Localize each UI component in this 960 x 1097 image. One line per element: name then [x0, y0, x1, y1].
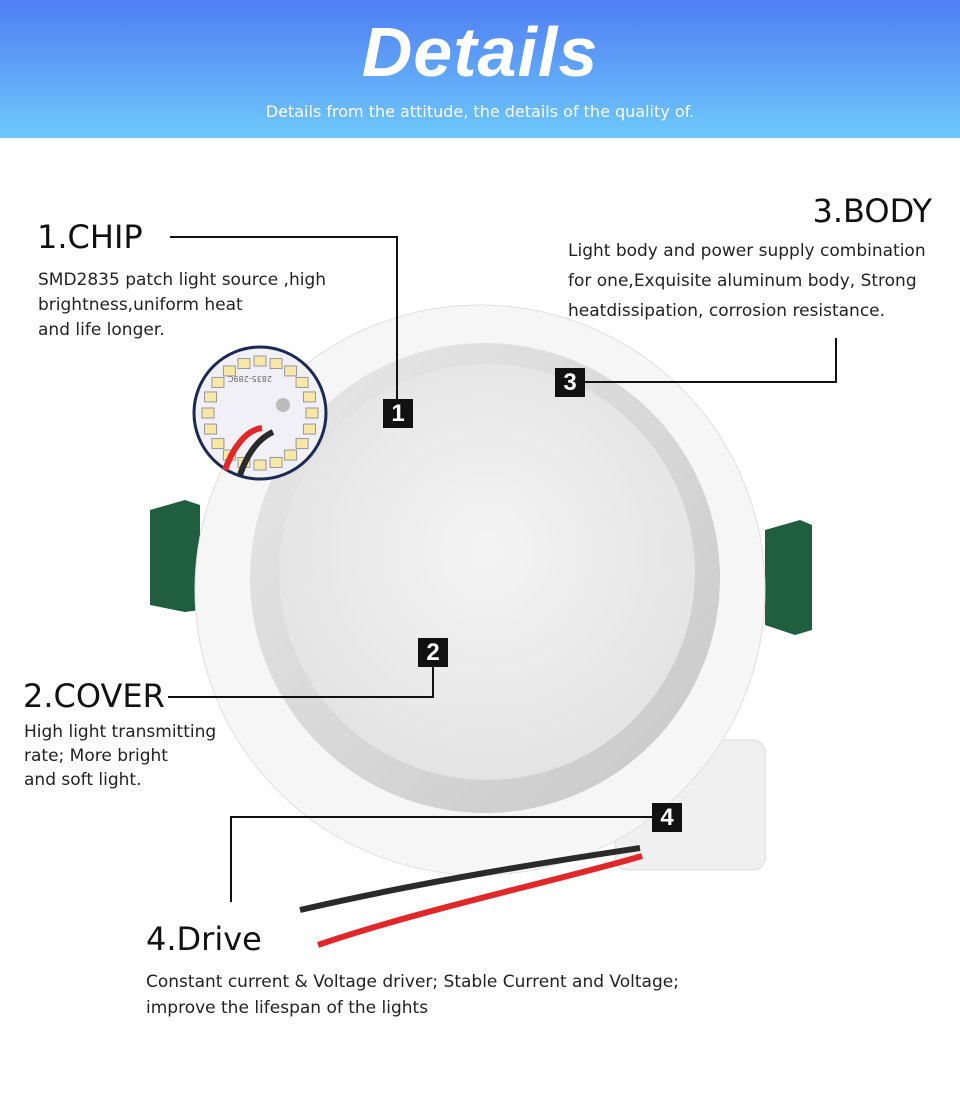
led-chip: [204, 391, 218, 403]
left-spring-clip: [150, 500, 200, 612]
led-chip: [269, 358, 283, 370]
cover-description: High light transmitting rate; More brigh…: [24, 720, 216, 792]
marker-4: 4: [652, 803, 682, 832]
text-line: rate; More bright: [24, 746, 168, 766]
drive-description: Constant current & Voltage driver; Stabl…: [146, 969, 679, 1021]
chip-marking: 2835-289C: [227, 374, 272, 383]
cover-heading: 2.COVER: [23, 677, 165, 715]
page-subtitle: Details from the attitude, the details o…: [265, 102, 695, 121]
callout-line-body: [585, 338, 837, 383]
led-chip: [211, 438, 225, 450]
text-line: SMD2835 patch light source ,high: [38, 270, 327, 290]
text-line: improve the lifespan of the lights: [146, 998, 429, 1018]
chip-heading: 1.CHIP: [37, 218, 143, 256]
led-chip: [305, 407, 319, 419]
led-chip: [204, 423, 218, 435]
text-line: and soft light.: [24, 770, 142, 790]
led-chip: [222, 365, 236, 377]
led-chip: [302, 423, 316, 435]
black-wire: [299, 845, 641, 913]
led-chip: [284, 449, 298, 461]
text-line: heatdissipation, corrosion resistance.: [568, 301, 886, 321]
callout-line-drive: [230, 816, 652, 902]
text-line: for one,Exquisite aluminum body, Strong: [568, 271, 917, 291]
drive-heading: 4.Drive: [146, 920, 262, 958]
text-line: and life longer.: [38, 320, 165, 340]
led-chip: [269, 456, 283, 468]
text-line: Constant current & Voltage driver; Stabl…: [146, 972, 679, 992]
marker-3: 3: [555, 368, 585, 397]
text-line: High light transmitting: [24, 722, 217, 742]
lamp-cover: [279, 364, 695, 780]
led-chip: [302, 391, 316, 403]
led-chip: [284, 365, 298, 377]
callout-line-chip: [170, 236, 398, 400]
body-heading: 3.BODY: [812, 192, 932, 230]
right-spring-clip: [765, 520, 812, 635]
body-description: Light body and power supply combination …: [568, 236, 926, 326]
header-banner: Details Details from the attitude, the d…: [0, 0, 960, 138]
led-chip: [201, 407, 215, 419]
led-chip: [295, 438, 309, 450]
led-chip: [211, 376, 225, 388]
red-wire: [317, 853, 643, 948]
marker-1: 1: [383, 399, 413, 428]
led-chip: [295, 376, 309, 388]
led-chip: [253, 355, 267, 367]
callout-line-cover: [168, 666, 434, 698]
marker-2: 2: [418, 638, 448, 667]
text-line: brightness,uniform heat: [38, 295, 243, 315]
led-chip-inset: 2835-289C: [192, 345, 328, 481]
text-line: Light body and power supply combination: [568, 241, 926, 261]
chip-description: SMD2835 patch light source ,high brightn…: [38, 268, 326, 343]
led-chip: [253, 459, 267, 471]
led-chip: [237, 358, 251, 370]
page-title: Details: [361, 13, 599, 91]
